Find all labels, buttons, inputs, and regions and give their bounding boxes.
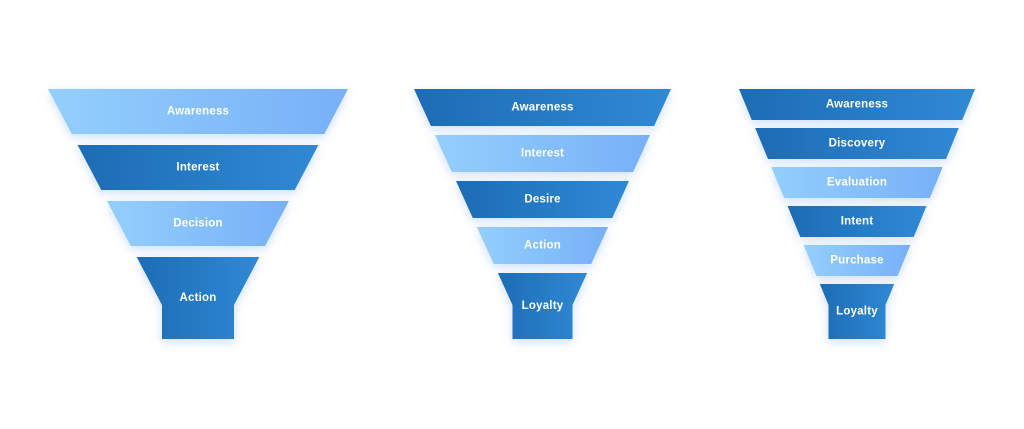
funnel-stage-label: Awareness: [167, 106, 229, 118]
funnel-stage-segment: [414, 89, 671, 126]
funnel-stage-label: Awareness: [511, 102, 573, 114]
funnel-stage-segment: [755, 128, 959, 159]
funnel-stage-segment: [803, 245, 911, 276]
funnel-stage-label: Discovery: [829, 138, 886, 150]
funnel-stage-label: Decision: [173, 218, 223, 230]
funnel-stage-label: Loyalty: [522, 300, 564, 312]
funnel-stage-label: Loyalty: [836, 306, 878, 318]
funnel-stage-segment: [739, 89, 975, 120]
funnel-stage-segment: [819, 284, 895, 339]
funnel-stage-segment: [77, 145, 319, 190]
funnel-stage-label: Desire: [524, 194, 560, 206]
funnel-stage-label: Interest: [521, 148, 564, 160]
funnel-stage-label: Interest: [176, 162, 219, 174]
funnel-stage-label: Action: [180, 292, 217, 304]
funnel-stage-label: Intent: [841, 216, 874, 228]
funnel-6-stage-chart: AwarenessDiscoveryEvaluationIntentPurcha…: [739, 89, 975, 339]
funnel-stage-segment: [787, 206, 927, 237]
funnel-stage-segment: [48, 89, 348, 134]
funnel-stage-segment: [107, 201, 289, 246]
funnel-stage-segment: [476, 227, 609, 264]
funnel-stage-label: Purchase: [830, 255, 883, 267]
funnel-stage-label: Evaluation: [827, 177, 887, 189]
funnel-stage-segment: [771, 167, 943, 198]
funnel-stage-segment: [435, 135, 650, 172]
funnel-stage-label: Awareness: [826, 99, 888, 111]
funnel-stage-segment: [456, 181, 629, 218]
funnel-stage-segment: [497, 273, 588, 339]
funnel-stage-label: Action: [524, 240, 561, 252]
funnel-stage-segment: [136, 257, 260, 339]
